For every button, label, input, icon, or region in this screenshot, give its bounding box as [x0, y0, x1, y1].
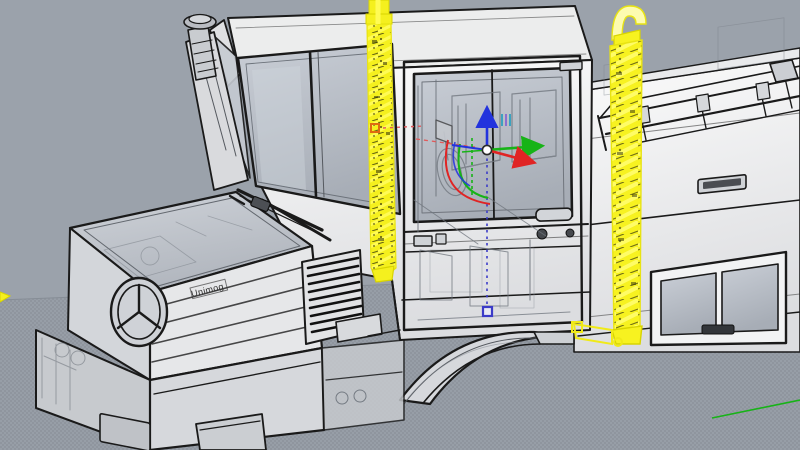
mercedes-star-logo — [109, 276, 169, 348]
rotate-red-arc — [444, 139, 491, 205]
camper-window-group[interactable] — [649, 173, 788, 347]
wheel-ghost — [407, 341, 531, 399]
roof-rack[interactable] — [597, 59, 800, 151]
window-latch — [701, 324, 735, 335]
door-ghost-panel — [499, 247, 535, 309]
cab-lower-trim[interactable] — [335, 279, 401, 343]
red-inference-dashes — [415, 138, 476, 148]
x-axis-arrow — [486, 146, 538, 169]
snap-point-marker-group — [370, 123, 425, 133]
chassis-rail — [321, 339, 405, 431]
door-handle — [535, 207, 575, 240]
cab-side-details — [413, 60, 583, 247]
y-axis-arrow — [486, 135, 546, 160]
hood-assembly[interactable]: Unimog — [67, 188, 332, 382]
camper-window-right — [721, 263, 779, 333]
selected-threaded-rod-right[interactable] — [571, 5, 647, 347]
cab-interior-ghost — [413, 79, 571, 321]
license-plate-recess — [99, 412, 151, 450]
green-ground-axis — [711, 399, 800, 419]
door-ghost-panel — [429, 249, 483, 293]
selected-threaded-rod-left[interactable] — [365, 0, 397, 283]
ghost-panel — [717, 17, 785, 70]
gizmo-origin-handle — [481, 144, 493, 156]
endpoint-square-marker — [481, 305, 494, 318]
blue-inference-line — [481, 152, 494, 318]
wiper-blades — [228, 188, 332, 242]
rotate-blue-arc — [452, 141, 471, 187]
windshield-glass — [236, 42, 402, 216]
front-bumper[interactable] — [35, 329, 326, 450]
selection-edge-marker — [0, 291, 12, 303]
move-rotate-gizmo[interactable] — [444, 104, 546, 205]
selection-tick-marks — [501, 114, 511, 126]
snap-alignment-dashes — [382, 125, 425, 129]
fender-arch[interactable] — [398, 330, 575, 406]
exhaust-stack[interactable] — [183, 13, 219, 81]
